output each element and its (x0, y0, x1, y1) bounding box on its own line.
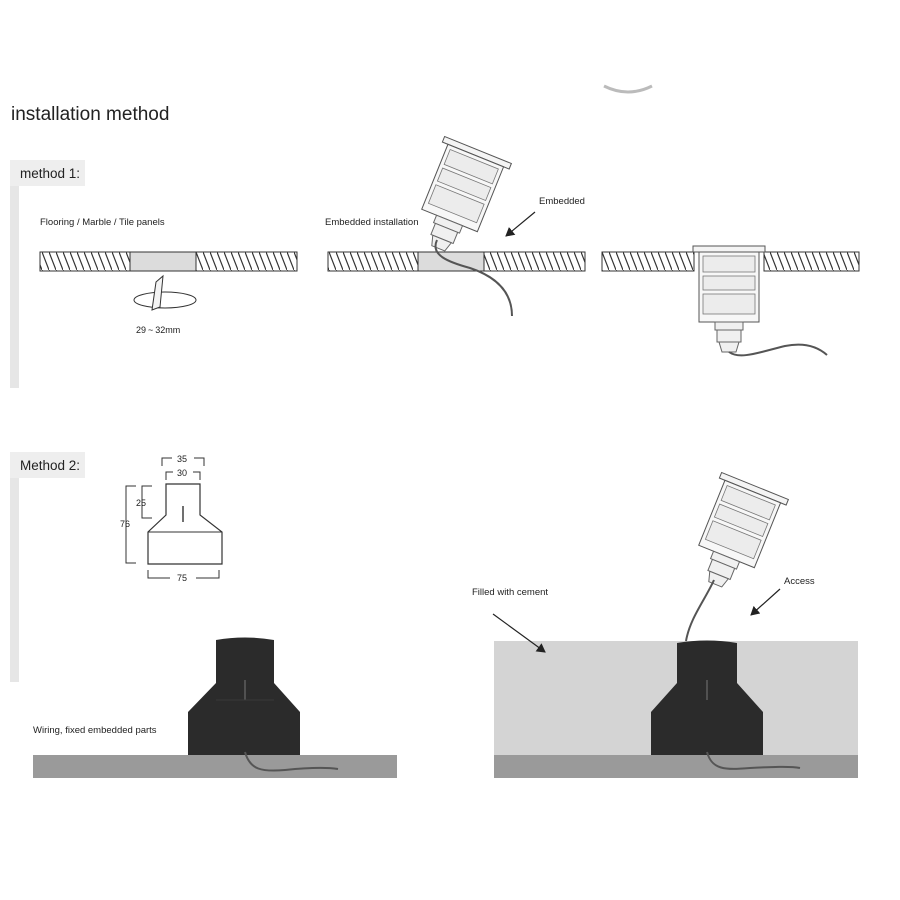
dim-total-height: 76 (120, 519, 130, 529)
dim-inner: 30 (177, 468, 187, 478)
method1-heading-box (10, 160, 85, 186)
cable-1 (434, 239, 513, 317)
embedded-installation-label: Embedded installation (325, 217, 418, 228)
cable-3 (685, 579, 715, 642)
method1-side-bar (10, 160, 19, 388)
access-label: Access (784, 576, 815, 587)
dim-base: 75 (177, 573, 187, 583)
cable-2 (728, 343, 828, 357)
sleeve-dimension-drawing (125, 457, 223, 579)
panel-installed (601, 251, 860, 272)
method1-heading: method 1: (20, 166, 80, 181)
hole-size: 29~32mm (136, 325, 180, 335)
panel-with-hole (39, 251, 298, 272)
dim-upper-height: 25 (136, 498, 146, 508)
sleeve-left (188, 637, 300, 755)
ground-right (494, 755, 858, 778)
page-title: installation method (11, 104, 169, 125)
method2-side-bar (10, 452, 19, 682)
panel-label: Flooring / Marble / Tile panels (40, 217, 165, 228)
method2-heading-box (10, 452, 85, 478)
dim-top: 35 (177, 454, 187, 464)
cement-label: Filled with cement (472, 587, 548, 598)
embedded-label: Embedded (539, 196, 585, 207)
top-ornament (603, 84, 653, 94)
fixture-installed (692, 245, 766, 353)
fixture-tilted-1 (404, 136, 512, 263)
method2-heading: Method 2: (20, 458, 80, 473)
drill-hole-icon (133, 274, 197, 311)
panel-embedding (327, 251, 586, 272)
wiring-label: Wiring, fixed embedded parts (33, 725, 157, 736)
fixture-tilted-2 (681, 472, 789, 599)
cable-left (244, 751, 339, 772)
ground-left (33, 755, 397, 778)
cement-arrow (492, 613, 546, 653)
cable-right (706, 751, 801, 770)
sleeve-right (651, 640, 763, 755)
embedded-arrow (505, 211, 536, 237)
access-arrow (750, 588, 781, 616)
